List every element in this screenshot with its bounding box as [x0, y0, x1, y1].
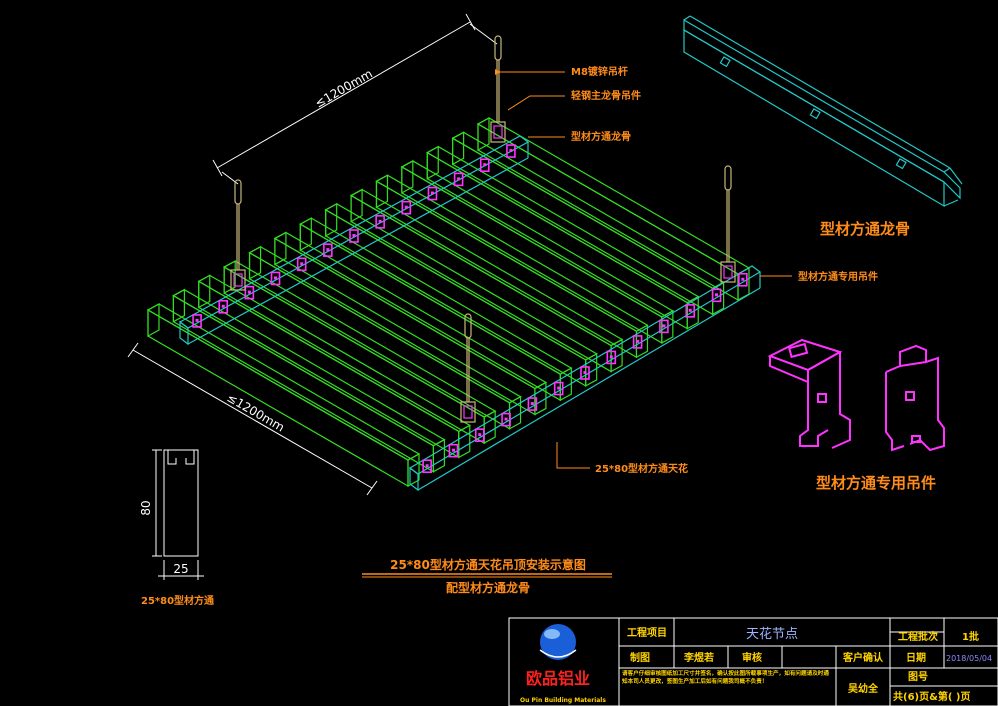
label-ceiling-25x80: 25*80型材方通天花: [595, 462, 688, 475]
dimension-bottom: ≤1200mm: [127, 342, 378, 496]
notice-text: 请客户仔细审核图纸加工尺寸并签名，确认按此图所载事项生产，如有问题请及时通知本司…: [622, 671, 829, 685]
clip: [375, 215, 385, 229]
drawn-value: 李煜若: [683, 651, 714, 664]
clip: [501, 412, 511, 427]
section-width-dim: 25: [173, 562, 188, 576]
clip: [738, 272, 748, 287]
drawing-no-label: 图号: [908, 671, 928, 683]
label-main-keel-hanger: 轻钢主龙骨吊件: [571, 89, 641, 102]
clip: [506, 144, 516, 158]
company-logo-icon: [540, 624, 576, 660]
client-confirm-label: 客户确认: [842, 651, 884, 664]
clip: [685, 304, 696, 318]
ceiling-tube: [146, 302, 421, 488]
label-m8-rod: M8镀锌吊杆: [571, 65, 628, 78]
clip: [527, 397, 538, 411]
leader-lines: [495, 69, 792, 469]
clip: [427, 186, 438, 201]
clip: [296, 257, 307, 272]
drawn-label: 制图: [630, 651, 650, 664]
ceiling-tube: [451, 131, 725, 316]
big-label-profile-keel: 型材方通龙骨: [820, 220, 910, 238]
pages-text: 共(6)页&第( )页: [893, 690, 970, 703]
dimension-top: ≤1200mm: [212, 13, 498, 185]
clip: [422, 459, 432, 474]
hanger-rod: [230, 179, 246, 291]
keel-clips: [192, 144, 748, 474]
company-name: 欧品铝业: [526, 669, 590, 688]
signature: 吴幼全: [848, 682, 879, 695]
section-view: [152, 449, 204, 580]
company-name-en: Ou Pin Building Materials: [520, 697, 606, 704]
ceiling-tube: [172, 288, 446, 473]
hanger-rod: [460, 313, 476, 423]
hanger-rods: [230, 35, 736, 423]
ceiling-tube: [273, 231, 548, 416]
clip: [632, 335, 643, 349]
special-hanger-detail-left: [767, 338, 851, 449]
project-label: 工程项目: [627, 626, 667, 639]
section-height-dim: 80: [139, 500, 153, 515]
ceiling-tube: [197, 274, 471, 459]
dimension-bottom-text: ≤1200mm: [225, 390, 287, 434]
main-keel-back: [178, 135, 530, 346]
clip: [192, 314, 202, 328]
clip: [580, 366, 590, 380]
clip: [659, 319, 669, 334]
drawing-title: 25*80型材方通天花吊顶安装示意图: [390, 557, 586, 572]
clip: [711, 288, 722, 303]
clip: [479, 158, 490, 173]
label-profile-keel: 型材方通龙骨: [571, 130, 631, 143]
clip: [606, 350, 617, 365]
ceiling-tube: [299, 217, 573, 402]
clip: [349, 229, 359, 243]
ceiling-tube: [400, 159, 675, 344]
ceiling-tubes: [146, 116, 751, 488]
clip: [453, 172, 464, 187]
ceiling-tube: [476, 116, 751, 302]
date-value: 2018/05/04: [946, 654, 992, 663]
title-block: 欧品铝业 Ou Pin Building Materials 工程项目 天花节点…: [508, 617, 998, 706]
clip: [553, 381, 564, 396]
ceiling-tube: [248, 245, 522, 430]
big-label-special-hanger: 型材方通专用吊件: [816, 474, 936, 492]
clip: [218, 299, 229, 314]
clip: [474, 428, 485, 442]
clip: [448, 443, 459, 458]
clip: [323, 243, 333, 257]
drawing-subtitle: 配型材方通龙骨: [446, 580, 530, 595]
profile-keel-detail: [683, 15, 963, 208]
section-label: 25*80型材方通: [141, 594, 214, 607]
main-keel-front: [408, 265, 762, 492]
ceiling-tube: [324, 202, 598, 387]
batch-label: 工程批次: [898, 630, 938, 643]
clip: [401, 200, 412, 215]
review-label: 审核: [742, 651, 762, 664]
project-value: 天花节点: [746, 626, 798, 642]
dimension-top-text: ≤1200mm: [313, 66, 375, 110]
label-special-hanger: 型材方通专用吊件: [798, 270, 878, 283]
date-label: 日期: [906, 651, 926, 664]
special-hanger-detail-right: [885, 344, 945, 452]
batch-value: 1批: [962, 630, 979, 643]
ceiling-tube: [426, 145, 700, 330]
clip: [244, 285, 255, 300]
clip: [270, 271, 281, 286]
hanger-rod: [720, 165, 736, 283]
